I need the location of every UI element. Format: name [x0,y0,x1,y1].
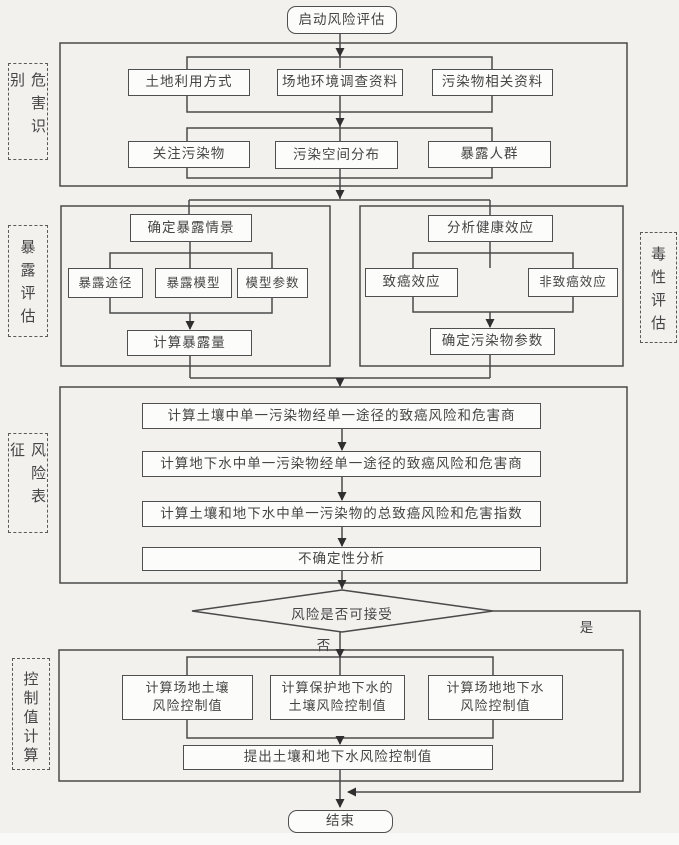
node-land-use: 土地利用方式 [128,69,250,96]
node-concerned-pollutants: 关注污染物 [128,141,250,168]
node-calc-exposure: 计算暴露量 [127,330,252,356]
node-noncarcinogenic-effect: 非致癌效应 [528,268,618,297]
node-ctrl-protect-groundwater: 计算保护地下水的 土壤风险控制值 [270,675,405,720]
hazard-section-frame [59,42,628,187]
yes-branch-line [348,610,641,793]
arrowheads [185,48,495,808]
decision-yes-label: 是 [579,620,595,636]
node-pollution-distribution: 污染空间分布 [275,141,398,169]
toxicity-group-frame [359,205,624,367]
stage-label-toxicity: 毒性评估 [640,232,677,343]
node-exposed-population: 暴露人群 [428,141,551,168]
node-total-risk: 计算土壤和地下水中单一污染物的总致癌风险和危害指数 [142,501,541,527]
node-carcinogenic-effect: 致癌效应 [365,268,458,297]
node-ctrl-result: 提出土壤和地下水风险控制值 [183,745,493,770]
decision-question: 风险是否可接受 [291,607,393,623]
node-exposure-model: 暴露模型 [155,268,232,298]
node-uncertainty-analysis: 不确定性分析 [142,547,541,571]
scan-bottom-strip [0,833,679,845]
node-ctrl-site-groundwater: 计算场地地下水 风险控制值 [428,675,563,720]
end-node: 结束 [288,810,393,833]
node-soil-single-risk: 计算土壤中单一污染物经单一途径的致癌风险和危害商 [142,403,541,429]
decision-no-label: 否 [316,638,332,654]
node-groundwater-single-risk: 计算地下水中单一污染物经单一途径的致癌风险和危害商 [142,451,541,477]
node-health-effects: 分析健康效应 [428,215,553,242]
exposure-group-frame [60,205,331,367]
node-exposure-scenario: 确定暴露情景 [130,214,252,242]
node-exposure-pathway: 暴露途径 [68,268,143,298]
node-ctrl-site-soil: 计算场地土壤 风险控制值 [122,675,253,720]
node-model-parameters: 模型参数 [237,268,308,298]
stage-label-characterization: 风险表征 [8,433,48,533]
node-site-survey-data: 场地环境调查资料 [277,69,403,96]
node-pollutant-data: 污染物相关资料 [432,69,553,96]
stage-label-exposure: 暴露评估 [8,225,48,337]
stage-label-hazard: 危害识别 [8,63,48,160]
node-pollutant-parameters: 确定污染物参数 [430,328,555,355]
stage-label-control: 控制值计算 [12,658,50,770]
start-node: 启动风险评估 [287,6,397,34]
